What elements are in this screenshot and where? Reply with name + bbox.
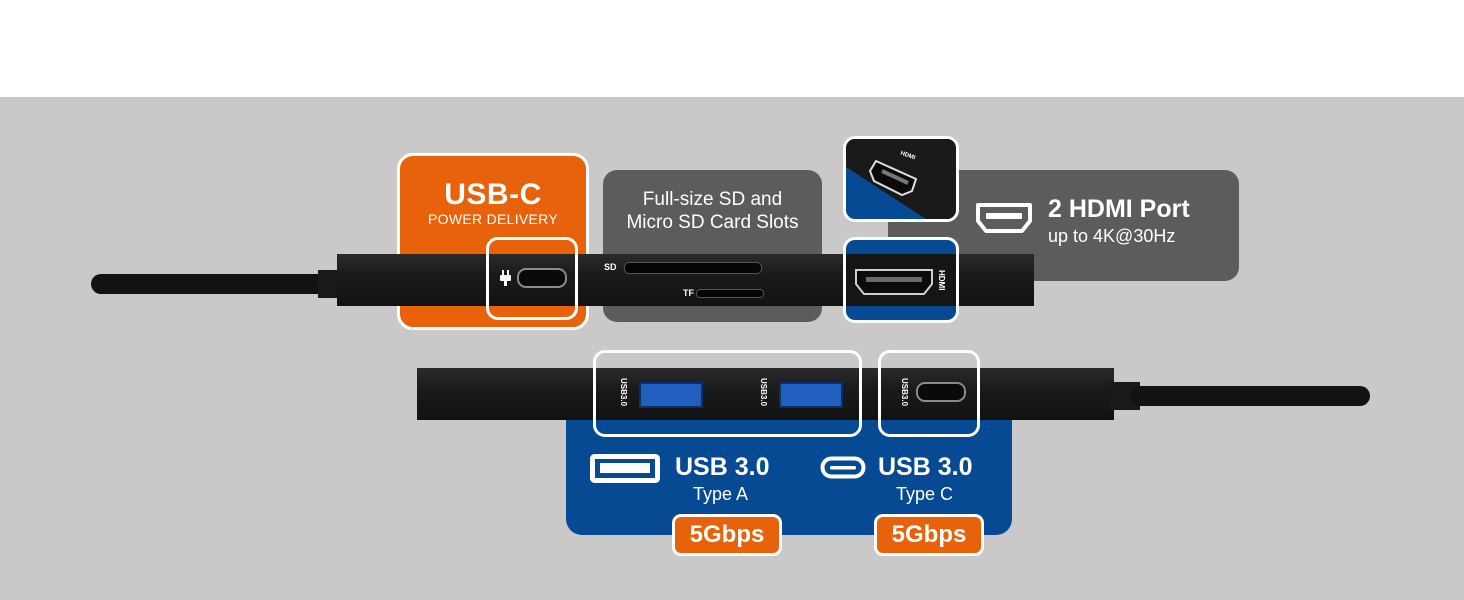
usb-c-port-highlight [878, 350, 980, 437]
usb-c-title: USB 3.0 [878, 453, 973, 481]
usb-c-icon [820, 456, 866, 479]
usb-c-subtitle: POWER DELIVERY [428, 211, 558, 227]
usb-info-box: USB 3.0 Type A USB 3.0 Type C [566, 405, 1012, 535]
usb-a-port-1 [639, 382, 703, 408]
usb-c-pd-port [517, 268, 567, 288]
sd-card-slot [624, 262, 762, 274]
usb-a-subtitle: Type A [693, 484, 749, 504]
hdmi-port-tile: HDMI [843, 237, 959, 323]
hdmi-port [855, 269, 933, 295]
usb-c-data-port [916, 382, 966, 402]
card-slots-text: Full-size SD and Micro SD Card Slots [626, 189, 799, 233]
power-plug-icon [500, 270, 511, 286]
hdmi-port-label: HDMI [937, 270, 946, 291]
micro-sd-slot [696, 289, 764, 298]
sd-slot-label: SD [604, 262, 617, 272]
usb-a-speed-badge: 5Gbps [672, 514, 782, 556]
bottom-hub-body [417, 368, 1114, 420]
usb-a-ports-highlight [593, 350, 862, 437]
hdmi-title: 2 HDMI Port [1048, 195, 1190, 223]
usb-c-pd-highlight [486, 237, 578, 320]
top-hub-cable [91, 270, 348, 298]
hdmi-closeup-tile: HDMI [843, 136, 959, 222]
usb-a-port-2 [779, 382, 843, 408]
usb-c-speed-badge: 5Gbps [874, 514, 984, 556]
hdmi-closeup-image [846, 139, 956, 219]
usb-c-title: USB-C [444, 178, 542, 211]
tf-slot-label: TF [683, 288, 694, 298]
usb-a-icon [590, 454, 660, 483]
usb-c-subtitle: Type C [896, 484, 954, 504]
hdmi-subtitle: up to 4K@30Hz [1048, 226, 1176, 246]
bottom-hub-cable [1110, 382, 1370, 410]
hdmi-icon [976, 203, 1032, 233]
usb-a-title: USB 3.0 [675, 453, 770, 481]
